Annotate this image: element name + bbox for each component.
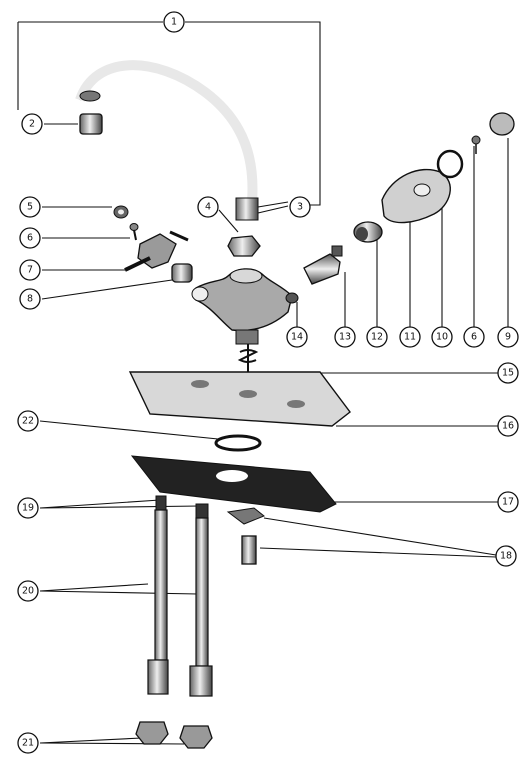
- callout-14: 14: [286, 326, 308, 348]
- callout-2: 2: [21, 113, 43, 135]
- gasket-22: [214, 434, 262, 452]
- faucet-body: [191, 268, 293, 345]
- svg-text:12: 12: [371, 332, 383, 343]
- screw-6-right: [471, 135, 481, 154]
- svg-text:4: 4: [205, 202, 211, 213]
- callouts: 1 2 3 4 5 6 7 8 14 13 12 11 10 6 9 15 16…: [17, 11, 519, 754]
- svg-text:17: 17: [502, 497, 514, 508]
- svg-text:20: 20: [22, 586, 34, 597]
- svg-text:16: 16: [502, 421, 514, 432]
- callout-16: 16: [497, 415, 519, 437]
- svg-text:3: 3: [297, 202, 303, 213]
- sleeve-18: [241, 535, 257, 565]
- callout-22: 22: [17, 410, 39, 432]
- svg-text:9: 9: [505, 332, 511, 343]
- svg-text:19: 19: [22, 503, 34, 514]
- supply-tube-right: [189, 503, 213, 697]
- svg-text:14: 14: [291, 332, 303, 343]
- ring-10: [436, 149, 464, 179]
- callout-9: 9: [497, 326, 519, 348]
- svg-text:22: 22: [22, 416, 34, 427]
- callout-11: 11: [399, 326, 421, 348]
- callout-4: 4: [197, 196, 219, 218]
- seat-14: [285, 292, 299, 304]
- callout-7: 7: [19, 259, 41, 281]
- spout-nut: [227, 235, 261, 257]
- svg-text:11: 11: [404, 332, 416, 343]
- callout-17: 17: [497, 491, 519, 513]
- spout: [75, 60, 259, 221]
- svg-text:6: 6: [27, 233, 33, 244]
- screw-6-left: [129, 223, 139, 241]
- aerator: [79, 113, 103, 135]
- svg-text:5: 5: [27, 202, 33, 213]
- escutcheon-plate: [128, 371, 351, 427]
- callout-3: 3: [289, 196, 311, 218]
- svg-text:15: 15: [502, 368, 514, 379]
- svg-text:13: 13: [339, 332, 351, 343]
- bushing-8: [171, 263, 193, 283]
- ring-12: [353, 221, 383, 243]
- coupling-nut-right: [179, 725, 213, 749]
- callout-5: 5: [19, 196, 41, 218]
- cap-9: [489, 112, 515, 136]
- callout-20: 20: [17, 580, 39, 602]
- callout-6-right: 6: [463, 326, 485, 348]
- handle-11: [381, 168, 451, 224]
- screw-5: [113, 205, 129, 219]
- callout-19: 19: [17, 497, 39, 519]
- svg-text:7: 7: [27, 265, 33, 276]
- supply-tube-left: [147, 495, 169, 695]
- svg-text:18: 18: [500, 551, 512, 562]
- callout-6-left: 6: [19, 227, 41, 249]
- callout-10: 10: [431, 326, 453, 348]
- diverter-valve: [124, 230, 189, 272]
- svg-text:10: 10: [436, 332, 448, 343]
- svg-text:21: 21: [22, 738, 34, 749]
- svg-text:2: 2: [29, 119, 35, 130]
- callout-21: 21: [17, 732, 39, 754]
- callout-8: 8: [19, 288, 41, 310]
- svg-text:1: 1: [171, 17, 177, 28]
- coupling-nut-left: [135, 721, 169, 745]
- cartridge-13: [303, 245, 343, 285]
- callout-18: 18: [495, 545, 517, 567]
- callout-12: 12: [366, 326, 388, 348]
- callout-15: 15: [497, 362, 519, 384]
- svg-text:8: 8: [27, 294, 33, 305]
- callout-13: 13: [334, 326, 356, 348]
- leader-lines: [17, 21, 509, 745]
- svg-text:6: 6: [471, 332, 477, 343]
- washer-18: [226, 507, 265, 525]
- base-gasket-17: [130, 455, 337, 513]
- callout-1: 1: [163, 11, 185, 33]
